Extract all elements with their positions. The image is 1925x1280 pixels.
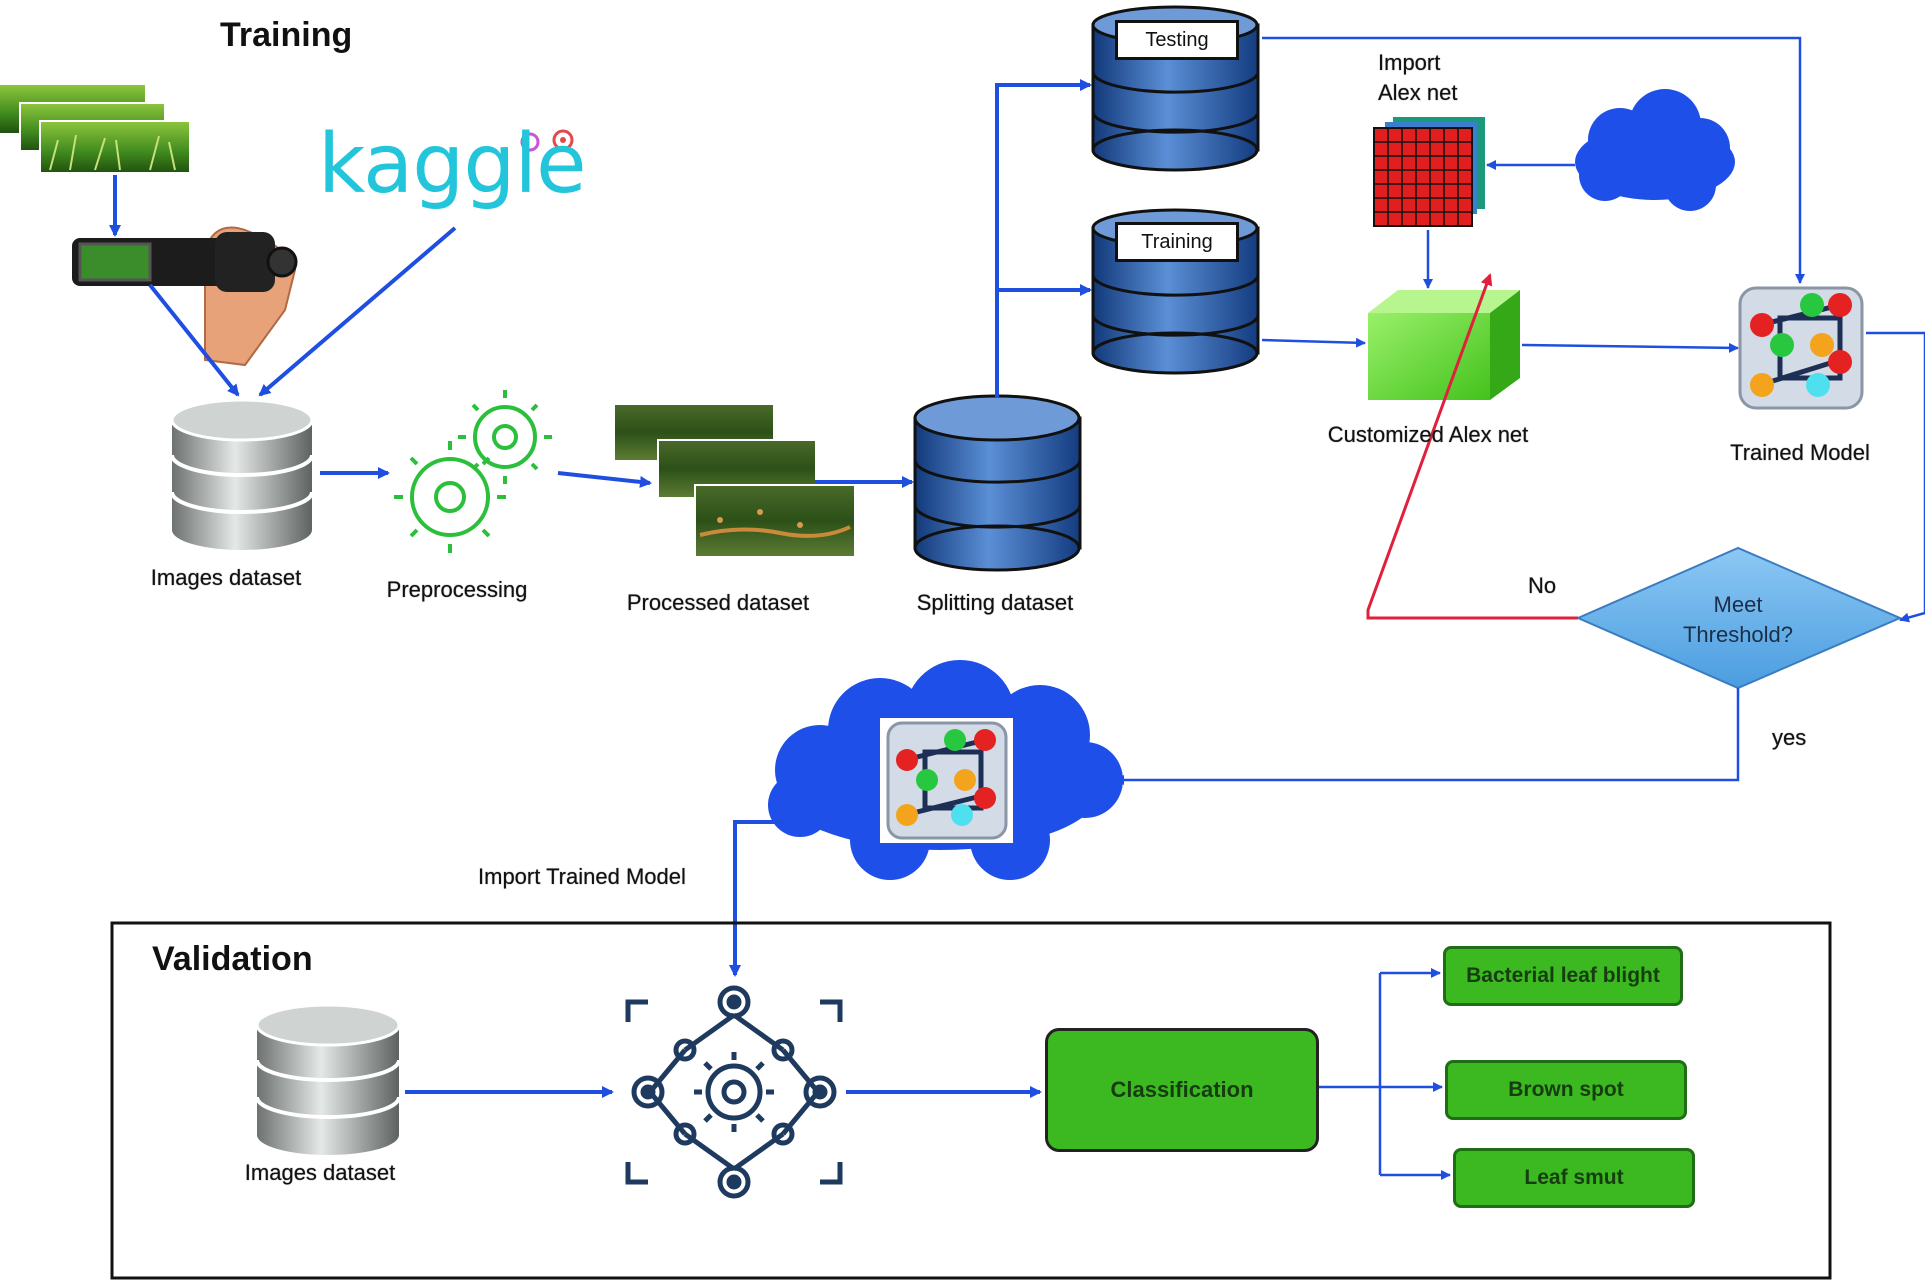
arrow-split-to-testing (995, 79, 1092, 398)
gears-icon (394, 390, 552, 553)
arrow-trained-to-decision (1866, 331, 1925, 623)
arrow-customized-to-trained-model (1521, 342, 1739, 353)
arrow-training-to-customized (1261, 337, 1366, 348)
arrow-testing-to-trained-model (1262, 36, 1805, 284)
output-bacterial-leaf-blight: Bacterial leaf blight (1443, 946, 1683, 1006)
output-arrows (1318, 968, 1451, 1180)
decision-label-line1: Meet (1713, 592, 1763, 617)
trained-model-label: Trained Model (1730, 440, 1870, 465)
classification-box: Classification (1045, 1028, 1319, 1152)
import-trained-model-label: Import Trained Model (478, 864, 686, 889)
rice-field-photos (0, 85, 191, 174)
splitting-database-icon (913, 394, 1082, 572)
customized-alexnet-label: Customized Alex net (1327, 422, 1529, 447)
testing-tag: Testing (1115, 20, 1239, 60)
images-dataset-label: Images dataset (150, 565, 302, 590)
arrow-yes-to-cloud (1114, 688, 1740, 785)
preprocessing-label: Preprocessing (386, 577, 528, 602)
no-label: No (1528, 573, 1557, 598)
arrow-camera-to-db (148, 283, 240, 397)
validation-images-dataset-label: Images dataset (244, 1160, 396, 1185)
database-icon (170, 398, 314, 550)
arrow-kaggle-to-db (258, 226, 457, 397)
output-leaf-smut: Leaf smut (1453, 1148, 1695, 1208)
training-title: Training (220, 16, 353, 54)
output-brown-spot: Brown spot (1445, 1060, 1687, 1120)
alexnet-grid-icon (1373, 117, 1485, 227)
decision-label-line2: Threshold? (1682, 622, 1794, 647)
arrow-preprocessing-to-processed (557, 471, 652, 488)
splitting-dataset-label: Splitting dataset (916, 590, 1074, 615)
import-alexnet-label-1: Import (1378, 50, 1441, 75)
network-model-icon (1738, 286, 1864, 410)
validation-frame (110, 921, 1832, 1280)
kaggle-logo: kaggle (318, 117, 587, 212)
cloud-model-icon (880, 718, 1013, 843)
arrow-import-model (729, 820, 790, 977)
decision-label: Meet Threshold? (1683, 590, 1793, 650)
decision-diamond (1575, 546, 1903, 690)
neural-gear-network-icon (625, 985, 843, 1199)
leaf-images (615, 405, 856, 558)
kaggle-logo-decoration (520, 129, 574, 152)
cloud-icon (1575, 89, 1735, 211)
processed-dataset-label: Processed dataset (626, 590, 810, 615)
training-tag: Training (1115, 222, 1239, 262)
validation-database-icon (255, 1003, 401, 1155)
validation-title: Validation (152, 940, 313, 978)
arrow-no-to-customized (1366, 273, 1578, 620)
yes-label: yes (1772, 725, 1807, 750)
video-camera-icon (72, 226, 298, 367)
import-alexnet-label-2: Alex net (1378, 80, 1458, 105)
green-cube-icon (1368, 290, 1520, 400)
